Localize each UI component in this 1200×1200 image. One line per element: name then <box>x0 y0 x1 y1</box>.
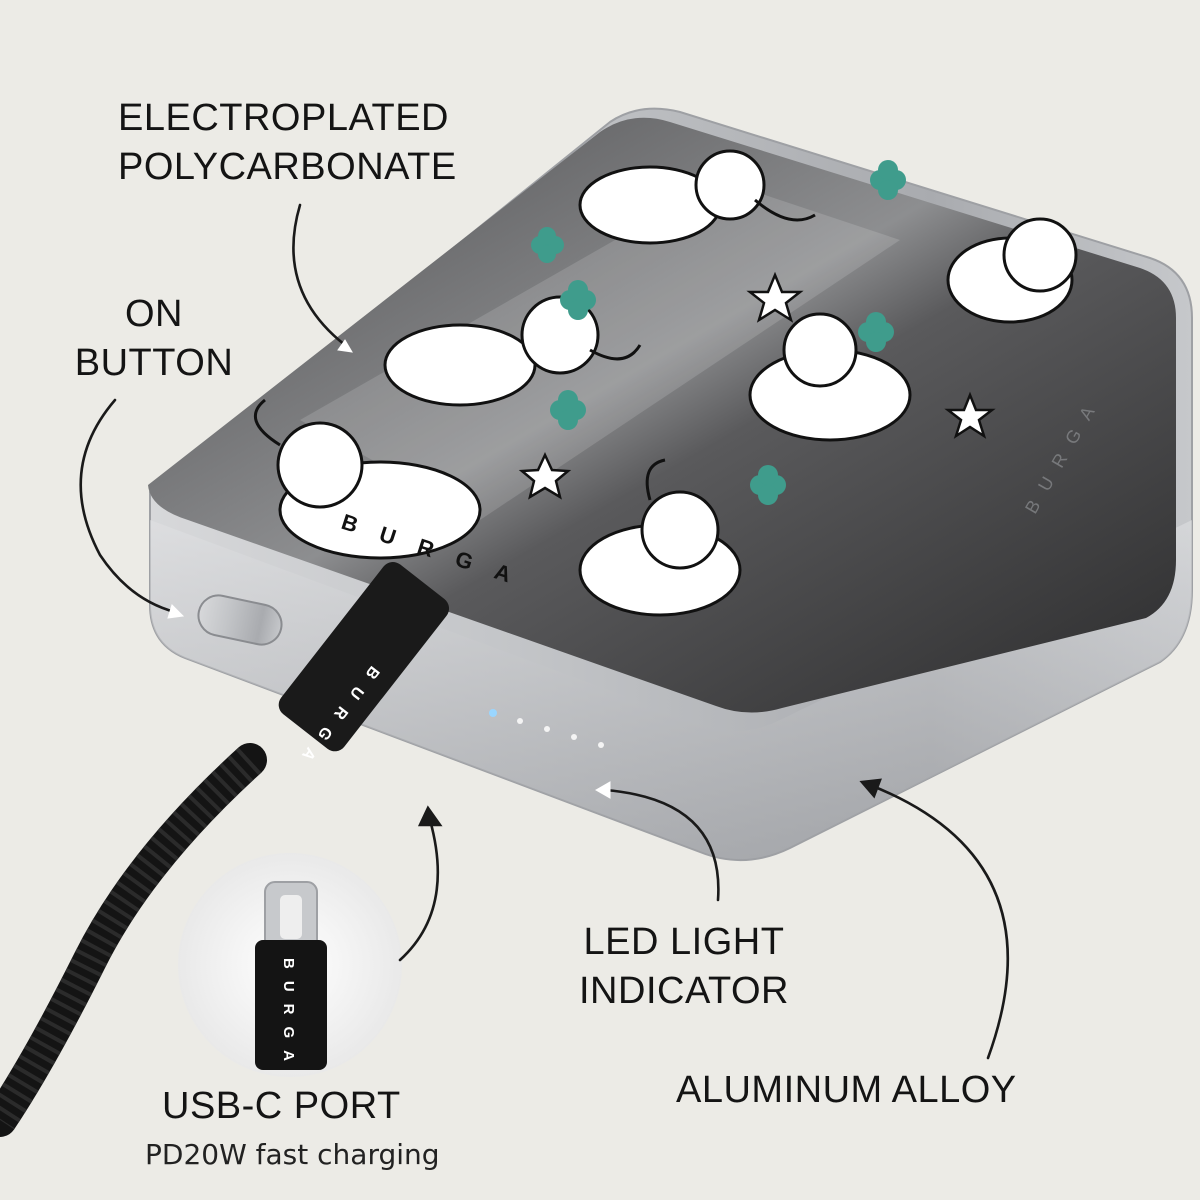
arrow-electroplated <box>292 203 347 347</box>
led-dot <box>489 709 497 717</box>
electroplated-label-line2: POLYCARBONATE <box>118 146 457 188</box>
arrow-head-aluminum <box>859 778 882 799</box>
clover-icon <box>560 280 596 320</box>
arrow-head-usb <box>417 805 443 827</box>
elephant-illustration <box>578 149 816 245</box>
star-icon <box>944 391 996 439</box>
led-label-line2: INDICATOR <box>579 970 789 1012</box>
elephant-illustration <box>578 458 742 617</box>
usb-c-port-title: USB-C PORT <box>162 1085 401 1127</box>
clover-icon <box>531 227 564 263</box>
usb-c-plug-housing <box>255 940 327 1070</box>
star-decorations <box>518 271 996 500</box>
arrow-head-electroplated <box>337 339 353 353</box>
electroplated-polycarbonate-label: ELECTROPLATED POLYCARBONATE <box>118 94 457 192</box>
lid-reflection <box>300 180 900 520</box>
elephant-artwork <box>254 149 1078 617</box>
arrow-head-on-button <box>167 604 185 619</box>
on-button-label-line1: ON <box>125 293 183 335</box>
on-button[interactable] <box>195 592 285 649</box>
led-indicator <box>489 709 604 748</box>
on-button-label: ON BUTTON <box>66 290 242 388</box>
on-button-label-line2: BUTTON <box>74 342 234 384</box>
clover-icon <box>550 390 586 430</box>
led-dot <box>598 742 604 748</box>
elephant-illustration <box>254 398 482 560</box>
led-light-indicator-label: LED LIGHT INDICATOR <box>564 918 804 1016</box>
arrow-head-led <box>594 781 611 799</box>
led-dot <box>517 718 523 724</box>
arrow-aluminum <box>868 783 1009 1060</box>
usb-c-plug-slot <box>280 895 302 939</box>
arrow-usb <box>398 818 440 962</box>
aluminum-label-text: ALUMINUM ALLOY <box>676 1069 1017 1111</box>
closeup-logo: BURGA <box>280 958 297 1073</box>
clover-icon <box>870 160 906 200</box>
aluminum-front-face <box>150 520 1192 861</box>
arrow-on-button <box>79 398 177 614</box>
elephant-illustration <box>748 312 912 442</box>
led-label-line1: LED LIGHT <box>583 921 785 963</box>
elephant-illustration <box>383 295 642 407</box>
usb-c-cable: BURGA <box>0 562 450 1137</box>
cable-connector <box>278 562 450 752</box>
elephant-illustration <box>946 217 1078 324</box>
clover-decorations <box>531 160 906 505</box>
usb-c-port-label: USB-C PORT <box>162 1082 401 1131</box>
clover-icon <box>858 312 894 352</box>
arrow-led <box>603 788 720 902</box>
usb-c-closeup: BURGA <box>178 853 402 1077</box>
callout-arrows <box>79 203 1009 1060</box>
led-dot <box>571 734 577 740</box>
usb-c-port-subtitle: PD20W fast charging <box>145 1138 440 1171</box>
clover-icon <box>750 465 786 505</box>
electroplated-label-line1: ELECTROPLATED <box>118 97 449 139</box>
led-dot <box>544 726 550 732</box>
power-bank: BURGA BURGA <box>148 107 1193 862</box>
aluminum-alloy-label: ALUMINUM ALLOY <box>676 1066 1017 1115</box>
polycarbonate-lid <box>148 117 1176 713</box>
cable-braid-texture <box>0 747 262 1130</box>
star-icon <box>518 452 572 500</box>
star-icon <box>746 271 804 323</box>
